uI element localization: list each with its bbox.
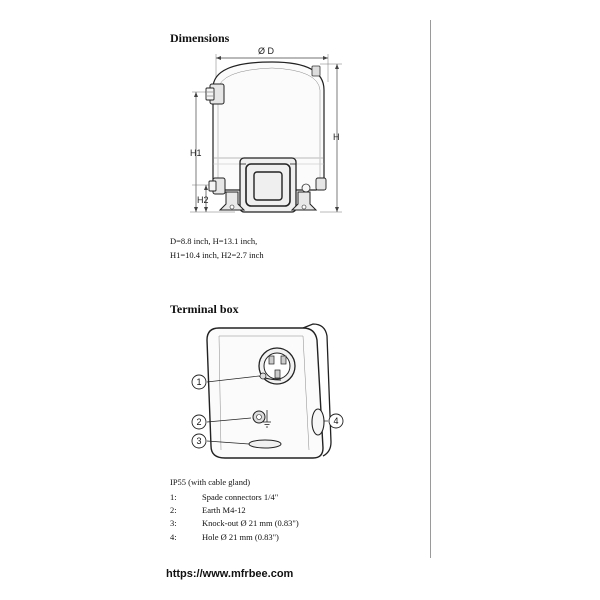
- callout-4-label: 4: [333, 416, 338, 426]
- footer-website-link[interactable]: https://www.mfrbee.com: [166, 568, 294, 580]
- legend-item-3: 3: Knock-out Ø 21 mm (0.83"): [170, 517, 299, 530]
- legend-item-text: Earth M4-12: [202, 505, 246, 516]
- legend-item-number: 3:: [170, 518, 177, 529]
- h2-label: H2: [197, 195, 209, 205]
- terminal-box-title: Terminal box: [170, 302, 239, 316]
- page-divider: [430, 20, 431, 558]
- legend-item-text: Spade connectors 1/4": [202, 492, 279, 502]
- callout-1-label: 1: [196, 377, 201, 387]
- legend-item-text: Knock-out Ø 21 mm (0.83"): [202, 518, 299, 529]
- callout-2-circle: [191, 414, 207, 430]
- legend-item-1: 1: Spade connectors 1/4": [170, 491, 299, 504]
- callout-4-circle: [328, 413, 344, 429]
- callout-3-circle: [191, 433, 207, 449]
- legend-item-text: Hole Ø 21 mm (0.83"): [202, 531, 279, 542]
- terminal-legend-list: 1: Spade connectors 1/4" 2: Earth M4-12 3:…: [170, 491, 299, 544]
- legend-item-number: 4:: [170, 531, 177, 542]
- diameter-label: Ø D: [258, 46, 275, 56]
- compressor-drawing: Ø D H H1 H2: [190, 46, 342, 213]
- height-label: H: [333, 132, 340, 142]
- dimension-spec-line-2: H1=10.4 inch, H2=2.7 inch: [170, 250, 264, 260]
- terminal-box-drawing: 1 2 3 4: [191, 323, 344, 459]
- legend-item-4: 4: Hole Ø 21 mm (0.83"): [170, 531, 299, 544]
- legend-item-number: 2:: [170, 505, 177, 516]
- dimension-spec-line-1: D=8.8 inch, H=13.1 inch,: [170, 236, 258, 246]
- legend-item-number: 1:: [170, 492, 177, 502]
- callout-3-label: 3: [196, 436, 201, 446]
- h1-label: H1: [190, 148, 202, 158]
- legend-item-2: 2: Earth M4-12: [170, 504, 299, 517]
- callout-1-circle: [191, 374, 207, 390]
- protection-rating: IP55 (with cable gland): [170, 477, 251, 487]
- callout-2-label: 2: [196, 417, 201, 427]
- dimensions-title: Dimensions: [170, 31, 230, 45]
